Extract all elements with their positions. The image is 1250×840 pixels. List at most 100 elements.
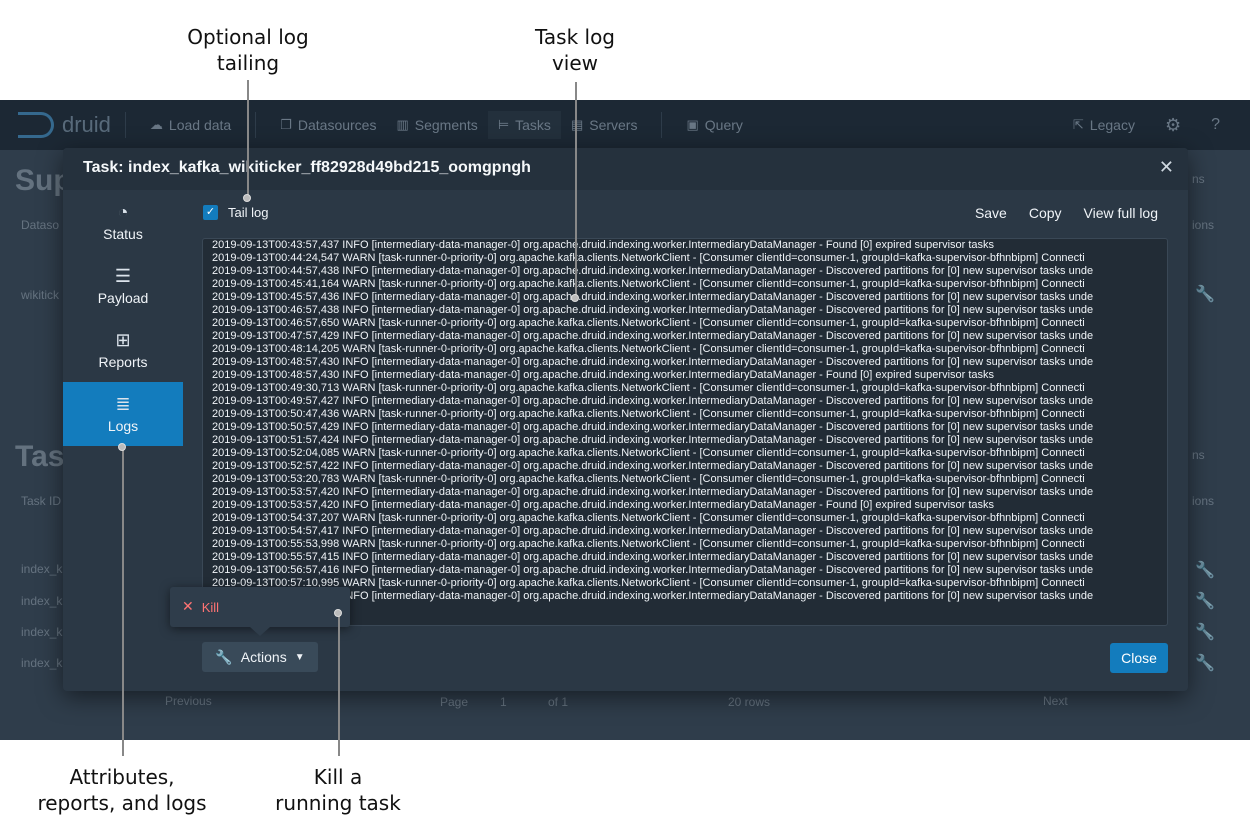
log-line: 2019-09-13T00:50:47,436 WARN [task-runne…	[212, 408, 1085, 420]
tab-label: Logs	[107, 417, 139, 434]
wrench-icon[interactable]: 🔧	[1195, 622, 1215, 641]
nav-label: Legacy	[1089, 117, 1135, 133]
tab-label: Payload	[97, 289, 149, 306]
actions-popover: ✕ Kill	[170, 587, 350, 627]
view-full-log-button[interactable]: View full log	[1083, 205, 1158, 221]
nav-tasks[interactable]: ⊨Tasks	[487, 111, 561, 139]
wrench-icon[interactable]: 🔧	[1195, 591, 1215, 610]
log-line: 2019-09-13T00:54:37,207 WARN [task-runne…	[212, 512, 1085, 524]
rows-per-page-select[interactable]: 20 rows	[728, 695, 771, 709]
columns-button-label: ns	[1192, 448, 1205, 462]
list-icon: ≣	[115, 393, 131, 414]
log-line: 2019-09-13T00:55:57,415 INFO [intermedia…	[212, 551, 1094, 563]
log-line: 2019-09-13T00:44:57,438 INFO [intermedia…	[212, 265, 1094, 277]
tail-log-checkbox[interactable]: ✓ Tail log	[203, 205, 268, 220]
checkmark-icon[interactable]: ✓	[203, 205, 218, 220]
top-navbar: druid ☁Load data ❐Datasources ▥Segments …	[0, 100, 1250, 150]
task-row-id: index_k	[21, 625, 63, 639]
callout-dot	[571, 294, 579, 302]
task-log-view[interactable]: 2019-09-13T00:43:57,437 INFO [intermedia…	[202, 238, 1168, 626]
close-button[interactable]: Close	[1110, 643, 1168, 673]
callout-line	[122, 448, 124, 756]
dashboard-icon: ◔	[117, 201, 129, 222]
log-line: 2019-09-13T00:56:57,416 INFO [intermedia…	[212, 564, 1094, 576]
callout-kill-running-task: Kill a running task	[275, 765, 401, 815]
log-line: 2019-09-13T00:48:14,205 WARN [task-runne…	[212, 343, 1085, 355]
dialog-title: Task: index_kafka_wikiticker_ff82928d49b…	[83, 159, 531, 176]
help-icon[interactable]: ?	[1211, 116, 1220, 133]
log-line: 2019-09-13T00:54:57,417 INFO [intermedia…	[212, 525, 1094, 537]
log-line: 2019-09-13T00:49:57,427 INFO [intermedia…	[212, 395, 1094, 407]
align-left-icon: ☰	[114, 265, 132, 286]
cross-icon: ✕	[182, 599, 194, 615]
druid-logo[interactable]: druid	[18, 112, 111, 138]
caret-down-icon: ▼	[294, 651, 305, 663]
log-line: 2019-09-13T00:50:57,429 INFO [intermedia…	[212, 421, 1094, 433]
tab-logs[interactable]: ≣ Logs	[63, 382, 183, 446]
share-icon: ⇱	[1072, 117, 1084, 132]
tab-reports[interactable]: ⊞ Reports	[63, 318, 183, 382]
copy-button[interactable]: Copy	[1028, 205, 1062, 221]
datasource-column-header: Dataso	[21, 218, 60, 232]
actions-button[interactable]: 🔧 Actions ▼	[202, 642, 318, 672]
tab-label: Status	[103, 225, 143, 242]
log-line: 2019-09-13T00:57:10,995 WARN [task-runne…	[212, 577, 1085, 589]
page-number-input[interactable]: 1	[500, 695, 507, 709]
nav-load-data[interactable]: ☁Load data	[140, 111, 241, 139]
wrench-icon[interactable]: 🔧	[1195, 653, 1215, 672]
nav-servers[interactable]: ▤ Servers	[561, 111, 648, 139]
wrench-icon: 🔧	[215, 648, 233, 665]
log-line: 2019-09-13T00:53:57,420 INFO [intermedia…	[212, 499, 995, 511]
settings-gear-icon[interactable]: ⚙	[1164, 114, 1182, 135]
next-page-button[interactable]: Next	[1043, 694, 1068, 708]
tab-payload[interactable]: ☰ Payload	[63, 254, 183, 318]
dialog-side-tabs: ◔ Status ☰ Payload ⊞ Reports ≣ Logs	[63, 190, 183, 446]
nav-label: Query	[704, 117, 743, 133]
nav-segments[interactable]: ▥ Segments	[386, 111, 487, 139]
nav-divider	[255, 112, 257, 138]
log-line: 2019-09-13T00:48:57,430 INFO [intermedia…	[212, 369, 995, 381]
actions-column-header: ions	[1192, 494, 1215, 508]
wrench-icon[interactable]: 🔧	[1195, 284, 1215, 303]
log-line: 2019-09-13T00:53:57,420 INFO [intermedia…	[212, 486, 1094, 498]
tail-log-label: Tail log	[228, 205, 269, 220]
log-line: 2019-09-13T00:57:57,414 INFO [intermedia…	[212, 590, 1094, 602]
log-line: 2019-09-13T00:43:57,437 INFO [intermedia…	[212, 239, 995, 251]
close-icon[interactable]: ✕	[1158, 157, 1174, 178]
save-button[interactable]: Save	[974, 205, 1007, 221]
kill-menu-item[interactable]: Kill	[201, 599, 220, 615]
callout-dot	[118, 443, 126, 451]
log-line: 2019-09-13T00:47:57,429 INFO [intermedia…	[212, 330, 1094, 342]
nav-legacy[interactable]: ⇱ Legacy	[1063, 111, 1145, 139]
nav-label: Datasources	[297, 117, 377, 133]
wrench-icon[interactable]: 🔧	[1195, 560, 1215, 579]
stacked-chart-icon: ▥	[396, 117, 409, 132]
task-row-id: index_k	[21, 594, 63, 608]
nav-label: Tasks	[515, 117, 551, 133]
callout-line	[247, 80, 249, 198]
callout-dot	[243, 194, 251, 202]
nav-divider	[124, 112, 126, 138]
tab-status[interactable]: ◔ Status	[63, 190, 183, 254]
callout-line	[575, 82, 577, 297]
log-line: 2019-09-13T00:44:24,547 WARN [task-runne…	[212, 252, 1085, 264]
log-line: 2019-09-13T00:52:57,422 INFO [intermedia…	[212, 460, 1094, 472]
log-line: 2019-09-13T00:46:57,438 INFO [intermedia…	[212, 304, 1094, 316]
log-line: 2019-09-13T00:51:57,424 INFO [intermedia…	[212, 434, 1094, 446]
task-dialog: Task: index_kafka_wikiticker_ff82928d49b…	[63, 148, 1188, 691]
task-row-id: index_k	[21, 656, 63, 670]
previous-page-button[interactable]: Previous	[165, 694, 212, 708]
nav-label: Servers	[589, 117, 638, 133]
database-icon: ▤	[570, 117, 584, 132]
nav-label: Segments	[414, 117, 478, 133]
nav-query[interactable]: ▣Query	[676, 111, 752, 139]
log-line: 2019-09-13T00:45:41,164 WARN [task-runne…	[212, 278, 1085, 290]
page-label: Page	[440, 695, 469, 709]
log-line: 2019-09-13T00:48:57,430 INFO [intermedia…	[212, 356, 1094, 368]
nav-datasources[interactable]: ❐Datasources	[270, 111, 386, 139]
dialog-header: Task: index_kafka_wikiticker_ff82928d49b…	[63, 148, 1188, 190]
log-line: 2019-09-13T00:45:57,436 INFO [intermedia…	[212, 291, 1094, 303]
log-line: 2019-09-13T00:49:30,713 WARN [task-runne…	[212, 382, 1085, 394]
supervisor-row-wikiticker: wikitick	[21, 288, 59, 302]
properties-icon: ⊞	[115, 329, 131, 350]
